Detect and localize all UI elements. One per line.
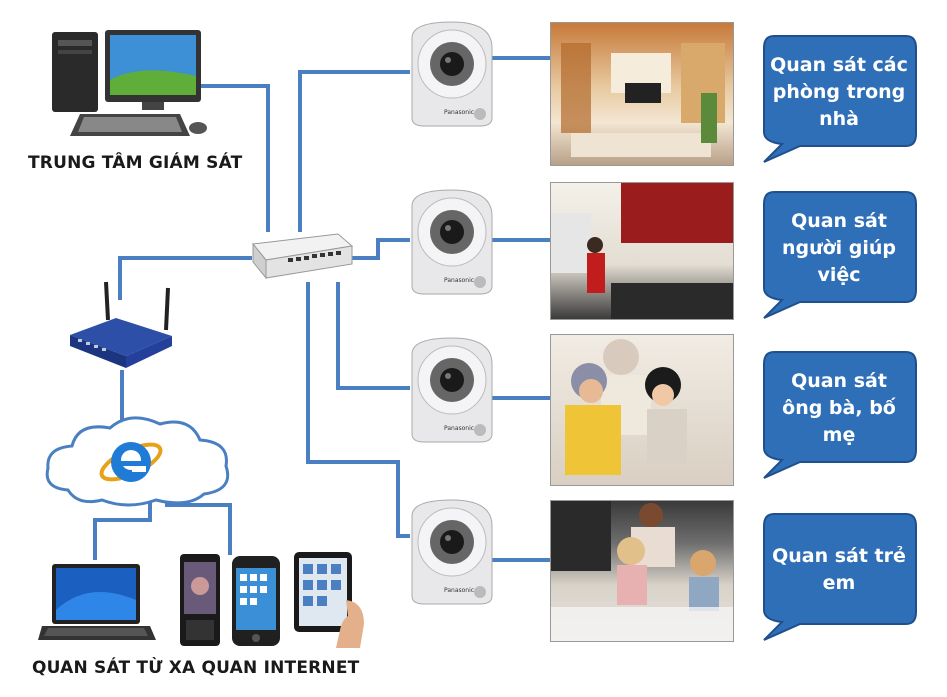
grandparents-photo [550, 334, 734, 486]
monitoring-center-label: TRUNG TÂM GIÁM SÁT [28, 153, 243, 173]
children-photo [550, 500, 734, 642]
laptop-icon [38, 564, 156, 640]
bubble-line: Quan sát [791, 209, 887, 232]
remote-monitoring-label: QUAN SÁT TỪ XA QUAN INTERNET [32, 658, 360, 678]
bubble-shape [763, 351, 917, 479]
bubble-line: Quan sát [791, 369, 887, 392]
bubble-line: phòng trong [772, 80, 906, 103]
smartphone-icon [180, 554, 280, 646]
bubble-line: nhà [819, 107, 859, 130]
ip-camera-icon: Panasonic [411, 499, 493, 605]
bubble-shape [763, 191, 917, 319]
bubble-line: em [822, 572, 856, 594]
network-switch-icon [252, 233, 354, 280]
speech-bubble-grandparents: Quan sát ông bà, bố mẹ [760, 350, 918, 480]
desktop-computer-icon [52, 30, 207, 136]
bubble-line: ông bà, bố [782, 396, 896, 419]
living-room-photo [550, 22, 734, 166]
bubble-line: mẹ [822, 423, 856, 446]
tablet-icon [294, 552, 364, 648]
svg-text:Panasonic: Panasonic [444, 277, 474, 284]
svg-text:Panasonic: Panasonic [444, 587, 474, 594]
speech-bubble-children: Quan sát trẻ em [760, 512, 918, 642]
bubble-shape [763, 513, 917, 641]
kitchen-photo [550, 182, 734, 320]
bubble-line: Quan sát trẻ [772, 545, 906, 567]
bubble-line: người giúp [781, 236, 897, 259]
svg-text:Panasonic: Panasonic [444, 109, 474, 116]
internet-explorer-icon [99, 442, 163, 482]
ip-camera-icon: Panasonic [411, 337, 493, 443]
svg-text:Panasonic: Panasonic [444, 425, 474, 432]
ip-camera-icon: Panasonic [411, 21, 493, 127]
speech-bubble-rooms: Quan sát các phòng trong nhà [760, 34, 918, 164]
bubble-line: việc [817, 263, 861, 286]
ip-camera-icon: Panasonic [411, 189, 493, 295]
wifi-router-icon [70, 281, 172, 368]
bubble-line: Quan sát các [770, 53, 908, 76]
speech-bubble-helper: Quan sát người giúp việc [760, 190, 918, 320]
bubble-shape [763, 35, 917, 163]
